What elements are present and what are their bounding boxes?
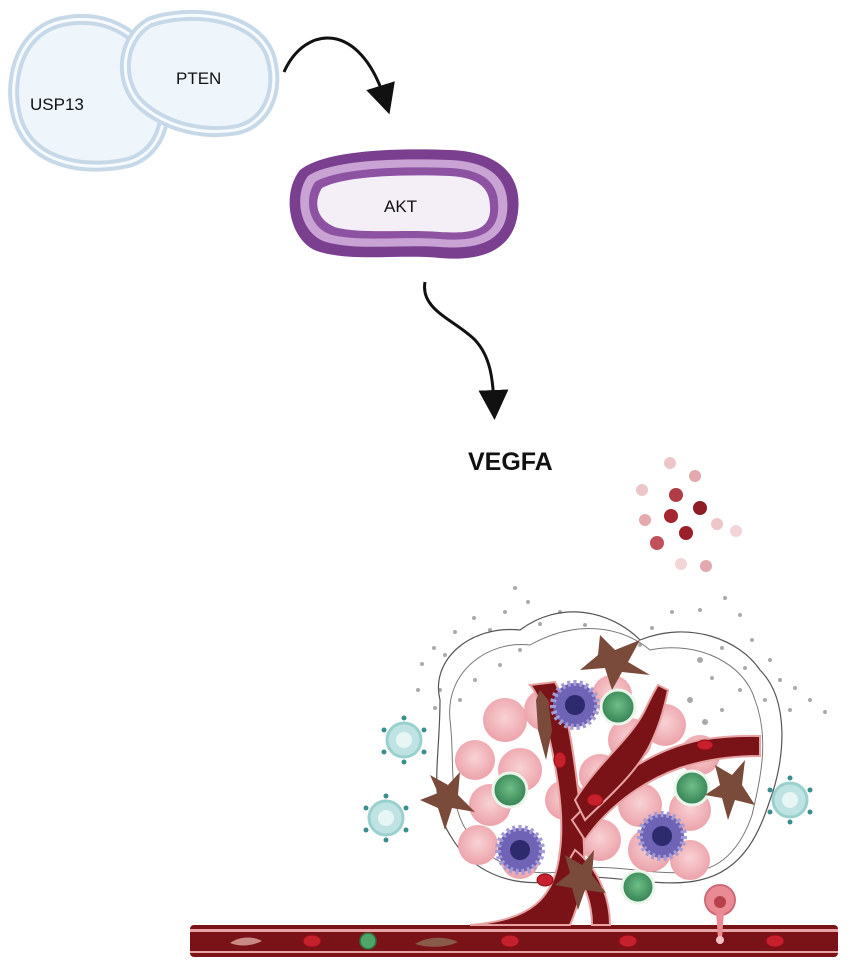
pten-inner-ring	[123, 13, 276, 134]
arrow-pten-to-akt	[282, 36, 395, 115]
usp13-pten-complex: USP13 PTEN	[8, 9, 280, 172]
akt-node: AKT	[289, 149, 519, 259]
extravasating-tumor-cell	[704, 884, 736, 944]
pten-label: PTEN	[176, 69, 221, 88]
white-blood-cell	[359, 932, 377, 950]
red-blood-cells	[302, 697, 785, 948]
arrow-akt-to-vegfa	[423, 281, 509, 420]
fibroblasts	[420, 635, 755, 910]
vessel-branch-up	[573, 683, 670, 822]
macrophages	[495, 680, 687, 875]
vegfa-label: VEGFA	[468, 448, 553, 476]
t-cells	[491, 688, 711, 905]
akt-core	[317, 175, 491, 233]
immune-cells	[363, 715, 813, 843]
endothelial-cell	[415, 937, 458, 947]
vegf-particles-icon	[636, 457, 742, 572]
akt-label: AKT	[384, 197, 417, 216]
usp13-label: USP13	[30, 95, 84, 114]
endothelial-cell	[230, 937, 262, 946]
tumor-angiogenesis-icon	[190, 586, 838, 957]
blood-vessel-icon	[190, 680, 838, 957]
